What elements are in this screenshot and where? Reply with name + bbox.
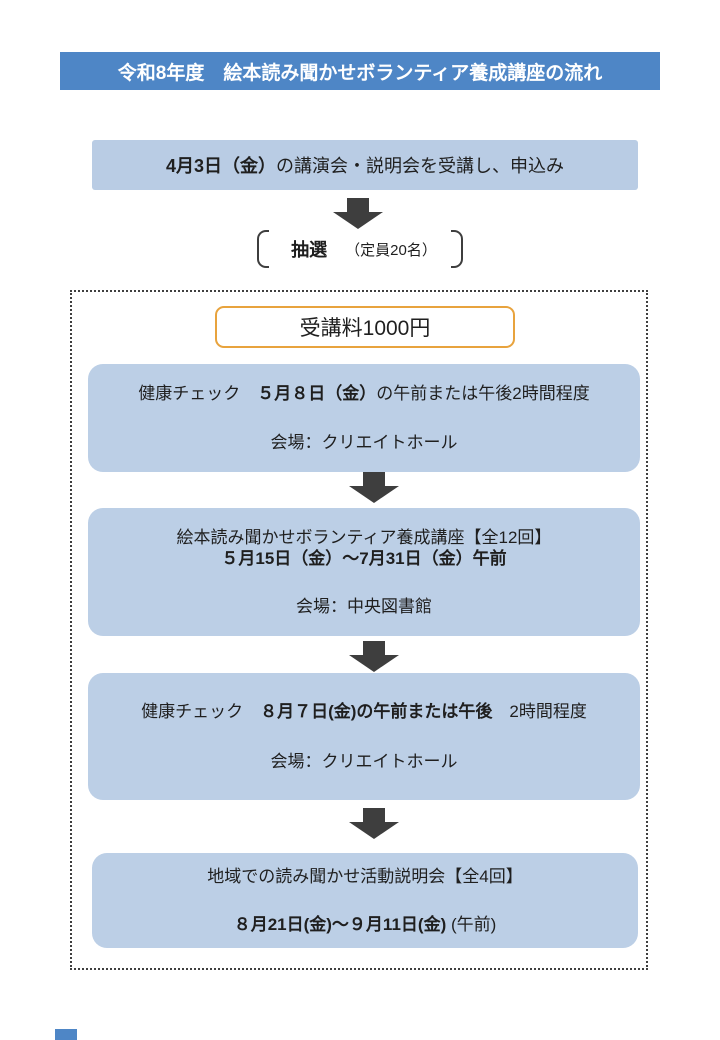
down-arrow-icon [349, 472, 399, 503]
health-check-2-venue: 会場：クリエイトホール [270, 751, 458, 771]
training-course-venue: 会場：中央図書館 [296, 596, 432, 616]
arrow-stem [363, 808, 385, 822]
arrow-stem [363, 641, 385, 655]
arrow-stem [347, 198, 369, 212]
health-check-1-date: ５月８日（金） [257, 383, 377, 403]
page-title-text: 令和8年度 絵本読み聞かせボランティア養成講座の流れ [117, 62, 603, 84]
arrow-head [349, 655, 399, 672]
health-check-2-line: 健康チェック ８月７日(金)の午前または午後 2時間程度 [141, 701, 587, 722]
health-check-2-suffix: 2時間程度 [492, 702, 587, 722]
down-arrow-icon [349, 808, 399, 839]
page-edge-accent [55, 1029, 77, 1040]
apply-step-text: の講演会・説明会を受講し、申込み [276, 156, 565, 176]
course-flow-frame [70, 290, 648, 970]
right-bracket-icon [450, 230, 463, 268]
health-check-2-date: ８月７日(金)の午前または午後 [260, 702, 493, 722]
community-session-date-suffix: (午前) [446, 914, 497, 934]
community-session-date: ８月21日(金)～９月11日(金) [233, 914, 447, 934]
arrow-head [349, 486, 399, 503]
apply-step-date: 4月3日（金） [165, 156, 277, 176]
down-arrow-icon [349, 641, 399, 672]
fee-box: 受講料1000円 [215, 306, 515, 348]
arrow-head [333, 212, 383, 229]
arrow-head [349, 822, 399, 839]
health-check-1-box: 健康チェック ５月８日（金）の午前または午後2時間程度 会場：クリエイトホール [88, 364, 640, 472]
health-check-2-prefix: 健康チェック [141, 702, 261, 722]
community-session-box: 地域での読み聞かせ活動説明会【全4回】 ８月21日(金)～９月11日(金) (午… [92, 853, 638, 948]
page-title: 令和8年度 絵本読み聞かせボランティア養成講座の流れ [60, 52, 660, 90]
health-check-1-prefix: 健康チェック [138, 383, 258, 403]
down-arrow-icon [333, 198, 383, 229]
lottery-capacity-note: （定員20名） [345, 241, 437, 259]
left-bracket-icon [257, 230, 270, 268]
lottery-step: 抽選 （定員20名） [0, 229, 720, 269]
community-session-title: 地域での読み聞かせ活動説明会【全4回】 [207, 867, 523, 887]
arrow-stem [363, 472, 385, 486]
health-check-1-suffix: の午前または午後2時間程度 [376, 383, 590, 403]
community-session-date-line: ８月21日(金)～９月11日(金) (午前) [234, 914, 497, 935]
training-course-box: 絵本読み聞かせボランティア養成講座【全12回】 ５月15日（金）～7月31日（金… [88, 508, 640, 636]
health-check-1-venue: 会場：クリエイトホール [270, 433, 458, 452]
fee-label: 受講料1000円 [299, 317, 431, 340]
apply-step-box: 4月3日（金）の講演会・説明会を受講し、申込み [92, 140, 638, 190]
training-course-date: ５月15日（金）～7月31日（金）午前 [221, 549, 507, 569]
health-check-2-box: 健康チェック ８月７日(金)の午前または午後 2時間程度 会場：クリエイトホール [88, 673, 640, 800]
lottery-label: 抽選 [291, 240, 328, 260]
health-check-1-line: 健康チェック ５月８日（金）の午前または午後2時間程度 [138, 383, 589, 404]
training-course-title: 絵本読み聞かせボランティア養成講座【全12回】 [176, 528, 552, 548]
